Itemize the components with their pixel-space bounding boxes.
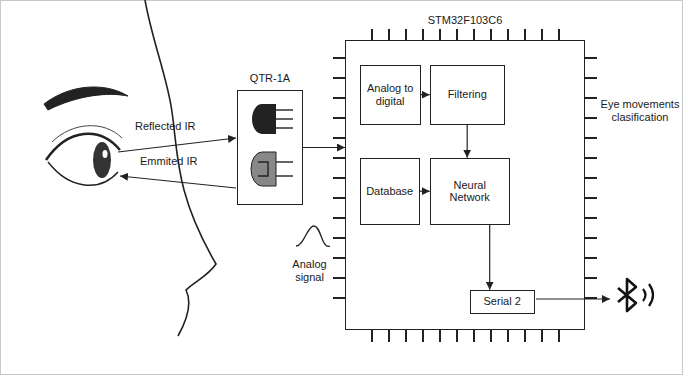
chip-pin: [490, 29, 492, 40]
chip-pin: [585, 177, 597, 179]
chip-pin: [585, 137, 597, 139]
chip-pin: [333, 57, 345, 59]
chip-pin: [388, 330, 390, 342]
chip-pin: [473, 29, 475, 40]
chip-pin: [333, 217, 345, 219]
bluetooth-symbol: [618, 279, 636, 311]
chip-pin: [333, 137, 345, 139]
box-label: Neural Network: [434, 179, 506, 204]
chip-pin: [422, 330, 424, 342]
chip-pin: [507, 330, 509, 342]
box-label: Serial 2: [484, 295, 521, 308]
emitted-ir-arrow: [120, 176, 236, 188]
signal-label: Reflected IR: [135, 120, 196, 133]
process-box: Filtering: [430, 65, 505, 125]
chip-pin: [507, 29, 509, 40]
ir-led-die: [258, 162, 268, 176]
chip-pin: [558, 29, 560, 40]
radio-wave: [643, 289, 646, 301]
chip-pin: [439, 330, 441, 342]
chip-pin: [456, 29, 458, 40]
box-label: Database: [366, 185, 413, 198]
process-box: Analog to digital: [360, 65, 421, 125]
chip-pin: [333, 277, 345, 279]
signal-label: Analog signal: [287, 258, 332, 283]
chip-pin: [333, 197, 345, 199]
phototransistor-lead: [276, 109, 293, 110]
chip-pin: [371, 29, 373, 40]
signal-label: Emmited IR: [140, 155, 197, 168]
face-profile: [145, 0, 216, 336]
chip-pin: [456, 330, 458, 342]
chip-pin: [585, 57, 597, 59]
process-box: Serial 2: [470, 290, 535, 314]
chip-pin: [585, 257, 597, 259]
eyelid-crease: [52, 126, 122, 142]
chip-pin: [333, 97, 345, 99]
chip-pin: [585, 277, 597, 279]
eye-highlight: [103, 150, 108, 158]
chip-pin: [524, 330, 526, 342]
chip-pins: [333, 29, 597, 342]
chip-pin: [388, 29, 390, 40]
chip-pin: [333, 157, 345, 159]
chip-pin: [585, 117, 597, 119]
output-label: Eye movements clasification: [600, 98, 680, 123]
chip-pin: [585, 97, 597, 99]
phototransistor-lead: [276, 127, 293, 128]
chip-pin: [333, 177, 345, 179]
chip-pin: [333, 237, 345, 239]
node-heading: QTR-1A: [178, 72, 362, 85]
analog-signal-wave: [296, 226, 330, 246]
reflected-ir-arrow: [118, 138, 236, 152]
bluetooth-arrow: [536, 298, 610, 299]
chip-pin: [333, 257, 345, 259]
phototransistor: [252, 104, 276, 134]
chip-pin: [585, 77, 597, 79]
box-label: Analog to digital: [364, 82, 417, 107]
sensor-module: QTR-1A: [237, 90, 303, 205]
chip-pin: [333, 77, 345, 79]
ir-led: [251, 152, 276, 186]
ir-led-lead: [276, 175, 293, 176]
chip-pin: [541, 29, 543, 40]
chip-pin: [439, 29, 441, 40]
chip-pin: [558, 330, 560, 342]
flow-arrow: [420, 191, 430, 192]
node-heading: STM32F103C6: [286, 14, 644, 27]
eyebrow: [44, 87, 128, 110]
chip-pin: [333, 297, 345, 299]
phototransistor-lead: [276, 118, 293, 119]
chip-pin: [422, 29, 424, 40]
chip-pin: [473, 330, 475, 342]
flow-arrow: [489, 225, 490, 290]
chip-pin: [585, 197, 597, 199]
chip-pin: [333, 117, 345, 119]
chip-pin: [405, 29, 407, 40]
chip-pin: [524, 29, 526, 40]
iris: [93, 142, 111, 178]
process-box: Database: [360, 158, 420, 225]
chip-pin: [585, 237, 597, 239]
flow-arrow: [421, 94, 430, 95]
chip-pin: [585, 157, 597, 159]
process-box: Neural Network: [430, 158, 510, 225]
flow-arrow: [467, 125, 468, 158]
chip-pin: [371, 330, 373, 342]
ir-led-lead: [276, 161, 293, 162]
chip-pin: [490, 330, 492, 342]
microcontroller-chip: STM32F103C6Analog to digitalFilteringDat…: [345, 40, 585, 330]
flow-arrow: [303, 147, 345, 148]
chip-pin: [541, 330, 543, 342]
box-label: Filtering: [448, 88, 487, 101]
radio-wave: [649, 284, 653, 306]
chip-pin: [585, 217, 597, 219]
chip-pin: [405, 330, 407, 342]
